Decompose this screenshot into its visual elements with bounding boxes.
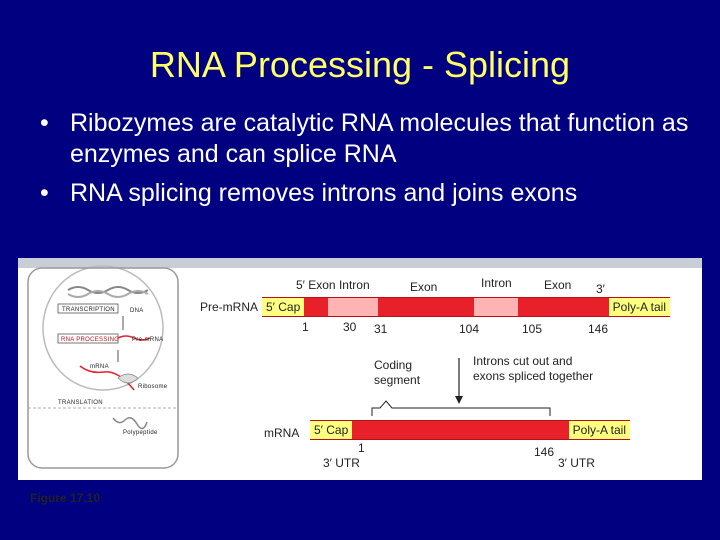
slide-title: RNA Processing - Splicing [149, 44, 571, 85]
transcription-box [57, 303, 119, 314]
splicing-figure: TRANSCRIPTION DNA RNA PROCESSING Pre-mRN… [18, 258, 702, 480]
cell-frame [27, 267, 179, 469]
pre-mrna-5prime-cap: 5′ Cap [262, 298, 305, 316]
bullet-list: • Ribozymes are catalytic RNA molecules … [40, 108, 700, 217]
arrows-and-bracket [371, 358, 551, 416]
label-mrna-small: mRNA [90, 364, 109, 370]
mrna-utr-right: 3′ UTR [558, 456, 595, 470]
coding-segment-text: Coding segment [374, 358, 421, 387]
coding-bracket [371, 400, 551, 416]
label-pre-mrna-small: Pre-mRNA [132, 337, 164, 343]
label-transcription: TRANSCRIPTION [62, 307, 115, 313]
bullet-text: RNA splicing removes introns and joins e… [70, 179, 578, 207]
ribosome-shape [117, 373, 139, 384]
bullet-item: • Ribozymes are catalytic RNA molecules … [40, 108, 700, 170]
pre-mrna-intron-label-2: Intron [481, 276, 512, 290]
pre-mrna-3prime-label: 3′ [596, 282, 605, 296]
cell-outline [42, 265, 164, 391]
mrna-polya-tail: Poly-A tail [568, 421, 630, 439]
splice-arrow-head [455, 396, 463, 404]
figure-top-strip [18, 258, 702, 268]
mrna-utr-left: 3′ UTR [323, 456, 360, 470]
pos-30: 30 [343, 320, 357, 334]
pos-1: 1 [302, 320, 309, 334]
mrna-label: mRNA [264, 426, 300, 440]
rna-processing-box [57, 333, 119, 344]
bullet-marker: • [40, 179, 49, 207]
label-dna: DNA [130, 308, 144, 314]
label-ribosome: Ribosome [138, 384, 168, 390]
pos-105: 105 [522, 322, 543, 336]
overview-panel [27, 265, 179, 469]
pre-mrna-strand-bar: 5′ Cap Poly-A tail [262, 297, 670, 317]
pos-146: 146 [588, 322, 609, 336]
bullet-item: • RNA splicing removes introns and joins… [40, 178, 700, 209]
pre-mrna-intron-1 [328, 298, 378, 316]
mrna-5prime-cap: 5′ Cap [310, 421, 353, 439]
coding-segment-label: Coding segment [374, 358, 444, 388]
pos-31: 31 [374, 322, 388, 336]
introns-cut-text: Introns cut out and exons spliced togeth… [473, 354, 594, 383]
bullet-text: Ribozymes are catalytic RNA molecules th… [70, 109, 689, 168]
polypeptide-chain [112, 417, 148, 430]
mrna-pos-146: 146 [534, 445, 555, 459]
label-polypeptide: Polypeptide [123, 430, 158, 436]
introns-cut-label: Introns cut out and exons spliced togeth… [473, 354, 603, 384]
dna-helix-2 [67, 290, 149, 298]
mrna-pos-1: 1 [358, 441, 365, 455]
label-rna-processing: RNA PROCESSING [61, 337, 120, 343]
mrna-strand-bar: 5′ Cap Poly-A tail [310, 420, 630, 440]
label-translation: TRANSLATION [58, 400, 103, 406]
pre-mrna-label: Pre-mRNA [200, 300, 259, 314]
pre-mrna-exon-label-2: Exon [410, 280, 438, 294]
pos-104: 104 [459, 322, 480, 336]
pre-mrna-5prime-exon-intron: 5′ Exon Intron [296, 278, 370, 292]
pre-mrna-strand [117, 335, 151, 341]
bullet-marker: • [40, 109, 49, 137]
pre-mrna-exon-label-3: Exon [544, 278, 572, 292]
figure-caption: Figure 17.10 [30, 491, 101, 505]
pre-mrna-intron-2 [474, 298, 518, 316]
pre-mrna-polya-tail: Poly-A tail [608, 298, 670, 316]
